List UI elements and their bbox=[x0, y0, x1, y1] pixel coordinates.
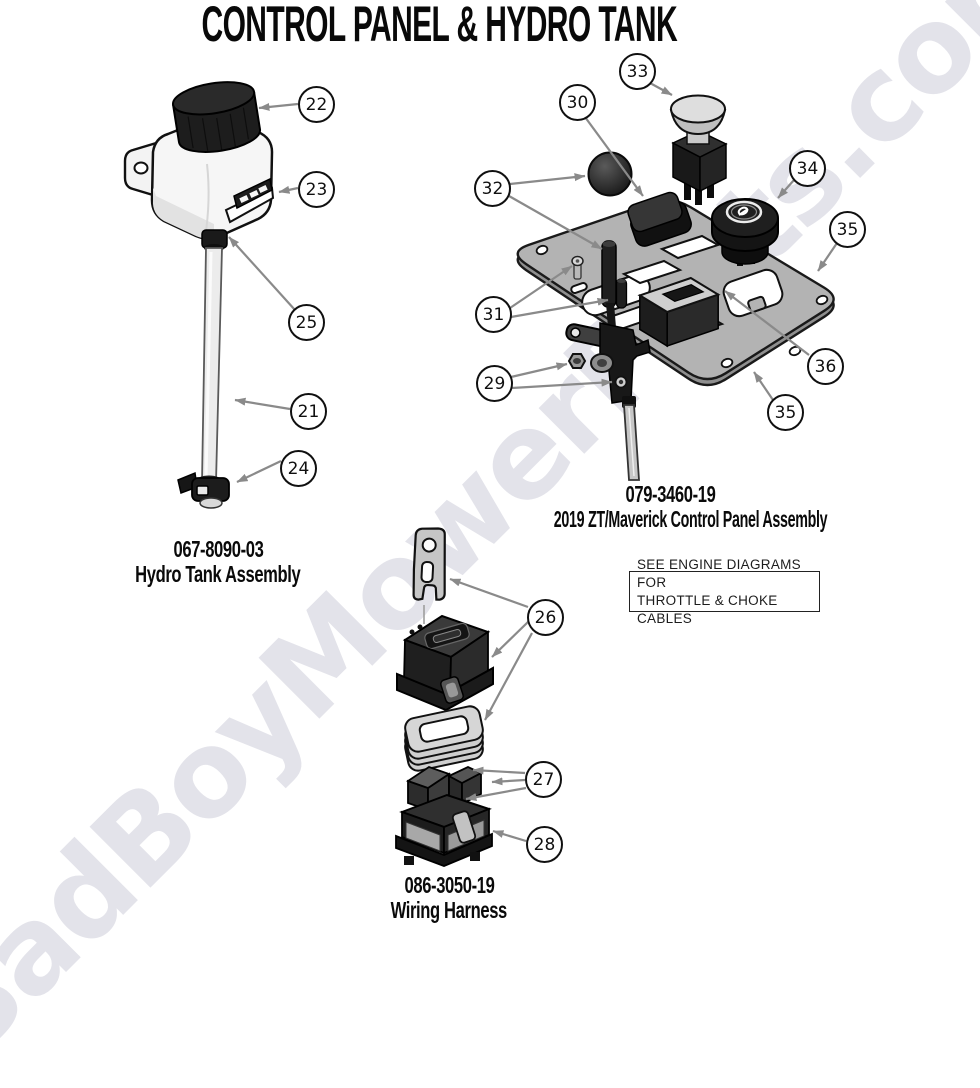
wiring-harness-part-number: 086-3050-19 bbox=[404, 872, 494, 898]
leader-lines bbox=[228, 82, 838, 843]
key-icon bbox=[737, 206, 749, 216]
lever-assembly bbox=[565, 303, 651, 481]
rubber-plug bbox=[627, 191, 692, 247]
throttle-rod bbox=[601, 240, 628, 309]
callout-28: 28 bbox=[526, 826, 563, 863]
hydro-tank-label: 067-8090-03 Hydro Tank Assembly bbox=[93, 537, 343, 587]
callout-23: 23 bbox=[298, 171, 335, 208]
control-panel-figure bbox=[516, 94, 835, 481]
relay-box-cover bbox=[396, 614, 494, 712]
parts-diagram-canvas bbox=[123, 81, 838, 867]
callout-35-top: 35 bbox=[829, 211, 866, 248]
note-line-1: SEE ENGINE DIAGRAMS FOR bbox=[637, 556, 801, 590]
rubber-boot-gasket bbox=[404, 705, 484, 772]
connector-base bbox=[395, 793, 493, 867]
hydro-tank-figure bbox=[123, 81, 275, 509]
panel-screw bbox=[571, 255, 584, 280]
panel-keyhole-cutout bbox=[722, 268, 784, 318]
callout-30: 30 bbox=[559, 84, 596, 121]
callout-33: 33 bbox=[619, 53, 656, 90]
control-panel-label: 079-3460-19 2019 ZT/Maverick Control Pan… bbox=[470, 482, 870, 532]
callout-26: 26 bbox=[527, 599, 564, 636]
callout-21: 21 bbox=[290, 393, 327, 430]
tank-cap bbox=[171, 81, 262, 153]
engine-diagrams-note: SEE ENGINE DIAGRAMS FOR THROTTLE & CHOKE… bbox=[629, 557, 820, 626]
ignition-switch bbox=[711, 198, 779, 266]
note-line-2: THROTTLE & CHOKE CABLES bbox=[637, 592, 778, 626]
callout-31: 31 bbox=[475, 296, 512, 333]
harness-bracket bbox=[412, 527, 446, 601]
hydro-tank-name: Hydro Tank Assembly bbox=[135, 561, 301, 587]
control-panel-part-number: 079-3460-19 bbox=[625, 481, 715, 507]
switch-block bbox=[637, 276, 721, 348]
callout-36: 36 bbox=[807, 348, 844, 385]
page-title: CONTROL PANEL & HYDRO TANK bbox=[201, 0, 677, 52]
callout-24: 24 bbox=[280, 450, 317, 487]
choke-knob bbox=[587, 151, 633, 197]
hydro-tank-part-number: 067-8090-03 bbox=[173, 536, 263, 562]
pto-switch bbox=[669, 94, 728, 205]
clamp-fitting bbox=[177, 471, 230, 509]
wiring-harness-name: Wiring Harness bbox=[390, 897, 508, 923]
wiring-harness-figure bbox=[395, 527, 494, 867]
callout-35-bottom: 35 bbox=[767, 394, 804, 431]
callout-25: 25 bbox=[288, 304, 325, 341]
callout-22: 22 bbox=[298, 86, 335, 123]
tank-body bbox=[150, 117, 275, 240]
control-panel-name: 2019 ZT/Maverick Control Panel Assembly bbox=[553, 506, 828, 532]
wiring-harness-label: 086-3050-19 Wiring Harness bbox=[329, 873, 569, 923]
reservoir-tube bbox=[201, 247, 223, 483]
callout-32: 32 bbox=[474, 170, 511, 207]
callout-34: 34 bbox=[789, 150, 826, 187]
callout-29: 29 bbox=[476, 365, 513, 402]
callout-27: 27 bbox=[525, 761, 562, 798]
